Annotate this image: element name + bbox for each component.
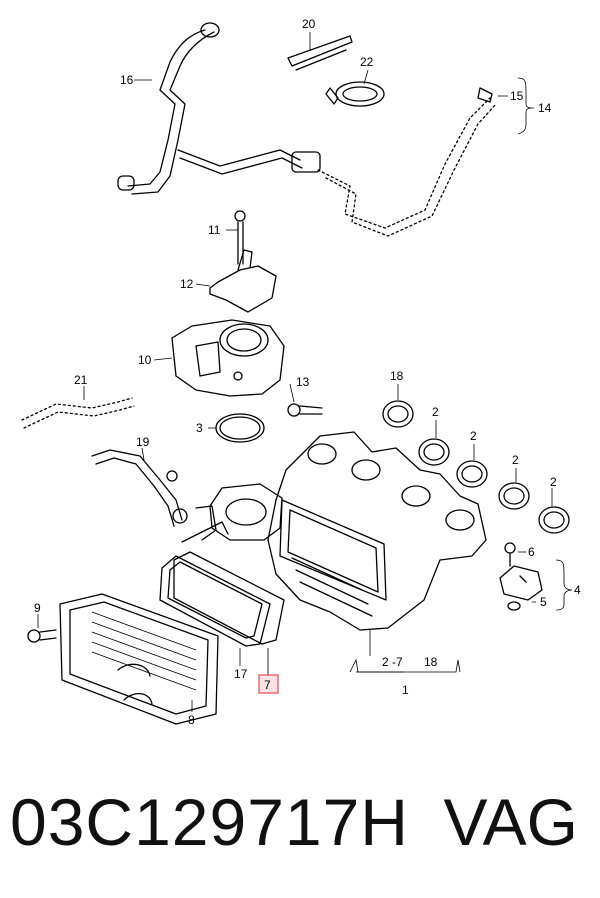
callout-22: 22 — [360, 55, 374, 69]
bolt-9 — [27, 629, 57, 643]
callouts: 16 20 22 15 14 11 12 10 13 21 18 3 2 2 1… — [34, 17, 581, 727]
callout-20: 21 — [74, 373, 88, 387]
callout-9: 9 — [34, 601, 41, 615]
caption: 03C129717H VAG — [10, 782, 590, 882]
sensor-4 — [499, 565, 543, 601]
callout-18a: 18 — [390, 369, 404, 383]
hose-20 — [21, 397, 135, 429]
exploded-parts-diagram: 16 20 22 15 14 11 12 10 13 21 18 3 2 2 1… — [21, 17, 581, 727]
callout-1: 1 — [402, 683, 409, 697]
bolt-13 — [287, 403, 323, 417]
pipe-19 — [91, 449, 188, 527]
callout-4: 4 — [574, 583, 581, 597]
callout-2b: 2 — [470, 429, 477, 443]
callout-2c: 2 — [512, 453, 519, 467]
intercooler-8 — [59, 593, 219, 725]
flange — [181, 483, 283, 543]
callout-15: 15 — [510, 89, 524, 103]
callout-2a: 2 — [432, 405, 439, 419]
seal-5 — [507, 601, 521, 611]
seal-18 — [382, 400, 414, 428]
callout-8: 8 — [188, 713, 195, 727]
callout-16: 16 — [120, 73, 134, 87]
callout-19: 19 — [136, 435, 150, 449]
callout-17: 17 — [234, 667, 248, 681]
seal-2a — [418, 438, 450, 466]
throttle-body-10 — [171, 319, 285, 397]
bolt-6 — [504, 542, 516, 567]
highlight-box-7 — [258, 674, 279, 694]
seal-2d — [538, 506, 570, 534]
callout-7: 7 — [264, 678, 271, 692]
intake-manifold-1 — [267, 431, 487, 631]
hose-14 — [317, 87, 497, 237]
gasket-3 — [215, 413, 265, 443]
bracket-12 — [209, 249, 277, 313]
seal-2b — [456, 460, 488, 488]
part-number: 03C129717H — [10, 785, 409, 859]
callout-21: 20 — [302, 17, 316, 31]
callout-6: 6 — [528, 545, 535, 559]
vacuum-pipe-16 — [117, 22, 321, 195]
seal-2c — [498, 482, 530, 510]
hose-clip-22 — [325, 81, 385, 107]
callout-3: 3 — [196, 421, 203, 435]
leader-lines — [37, 32, 573, 712]
callout-12: 12 — [180, 277, 194, 291]
callout-14: 14 — [538, 101, 552, 115]
callout-18b: 18 — [424, 655, 438, 669]
range-label: 2 -7 — [382, 655, 403, 669]
bolt-11 — [234, 210, 246, 265]
brand-name: VAG — [443, 785, 578, 859]
gasket-7 — [173, 551, 285, 645]
callout-5: 5 — [540, 595, 547, 609]
callout-13: 13 — [296, 375, 310, 389]
callout-10: 10 — [138, 353, 152, 367]
clamp-21 — [287, 35, 353, 71]
gasket-17 — [159, 555, 271, 647]
callout-2d: 2 — [550, 475, 557, 489]
callout-11: 11 — [208, 223, 221, 237]
